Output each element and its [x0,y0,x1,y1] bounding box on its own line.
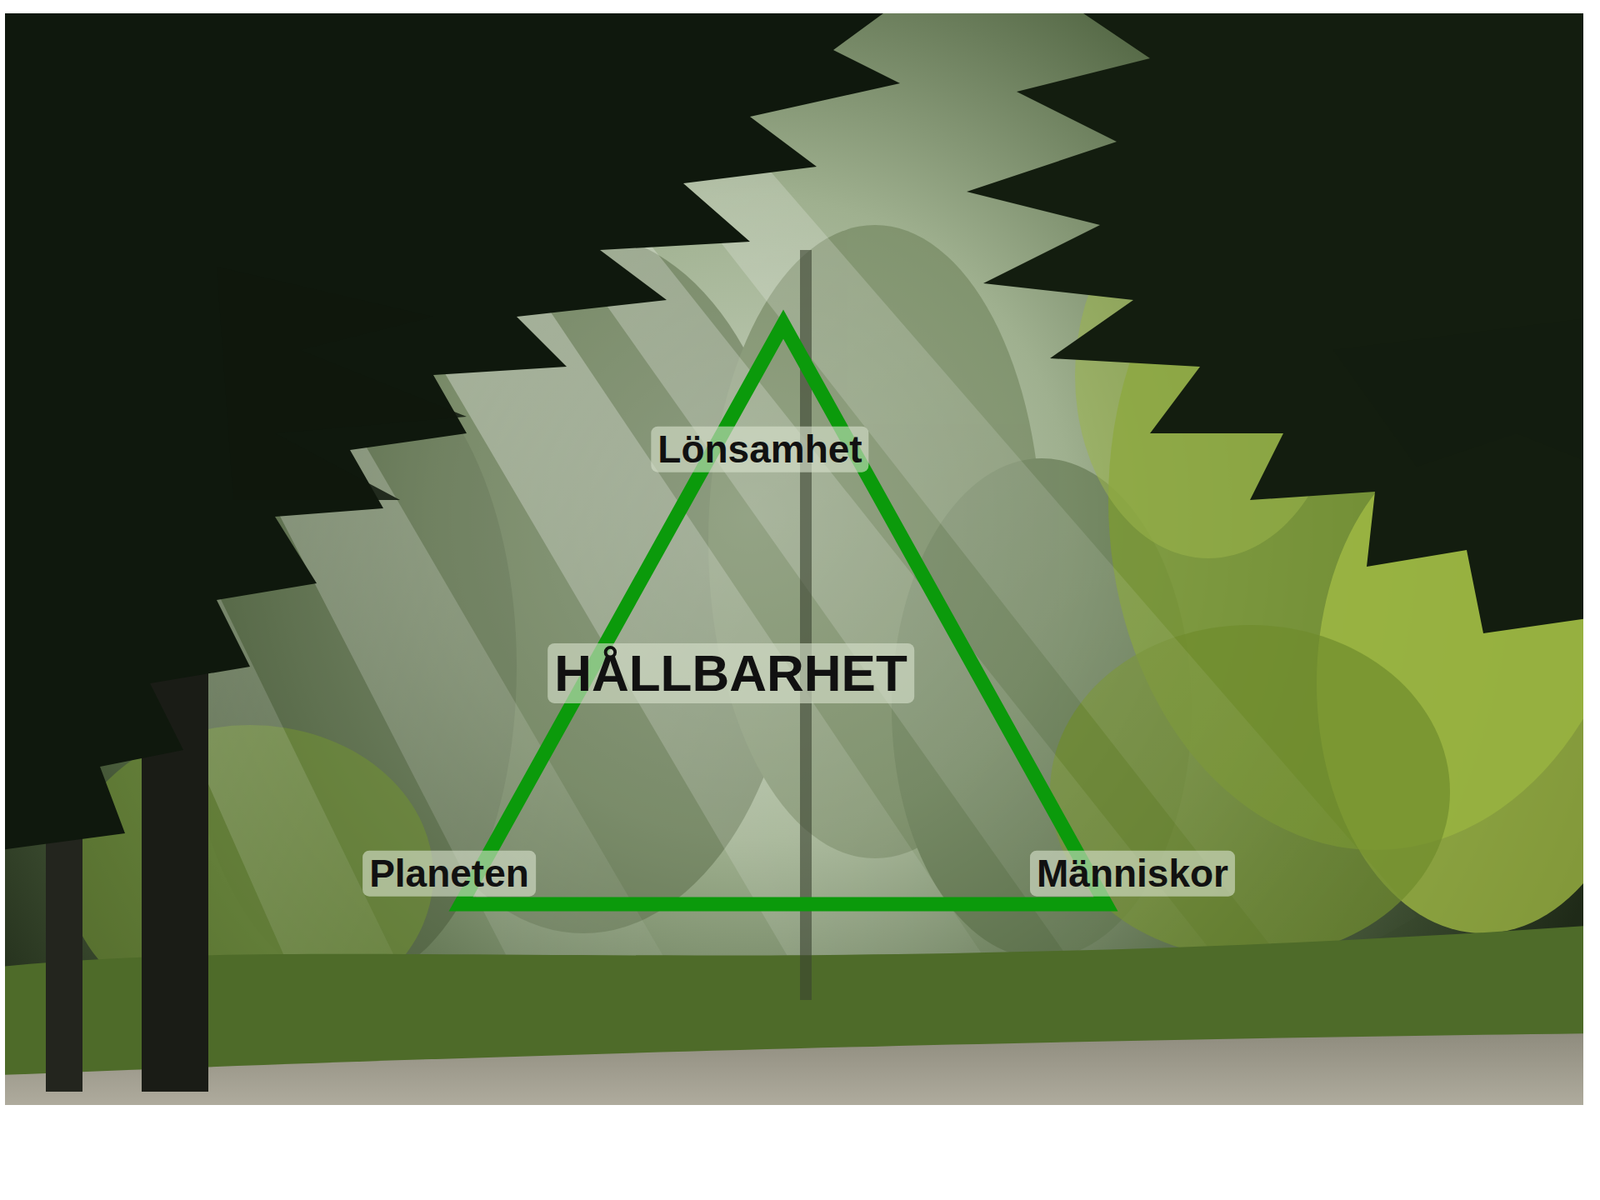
center-title: HÅLLBARHET [547,643,915,704]
photo-part [5,13,900,850]
photo-part [5,1033,1584,1105]
photo-part [966,13,1584,634]
triangle-outline [450,308,1117,917]
photo-part [1333,316,1584,467]
corner-label: Lönsamhet [650,426,869,473]
fir-branches-left [5,13,900,850]
fir-branches-right [966,13,1584,634]
photo-content [5,13,1584,1105]
triangle-node: HÅLLBARHET [450,308,1117,917]
photo-part [216,266,467,500]
ground [5,925,1584,1105]
photo-part [5,925,1584,1105]
corner-label: Människor [1030,850,1235,897]
corner-label: Planeten [362,850,536,897]
triangle-stroke [460,324,1106,905]
